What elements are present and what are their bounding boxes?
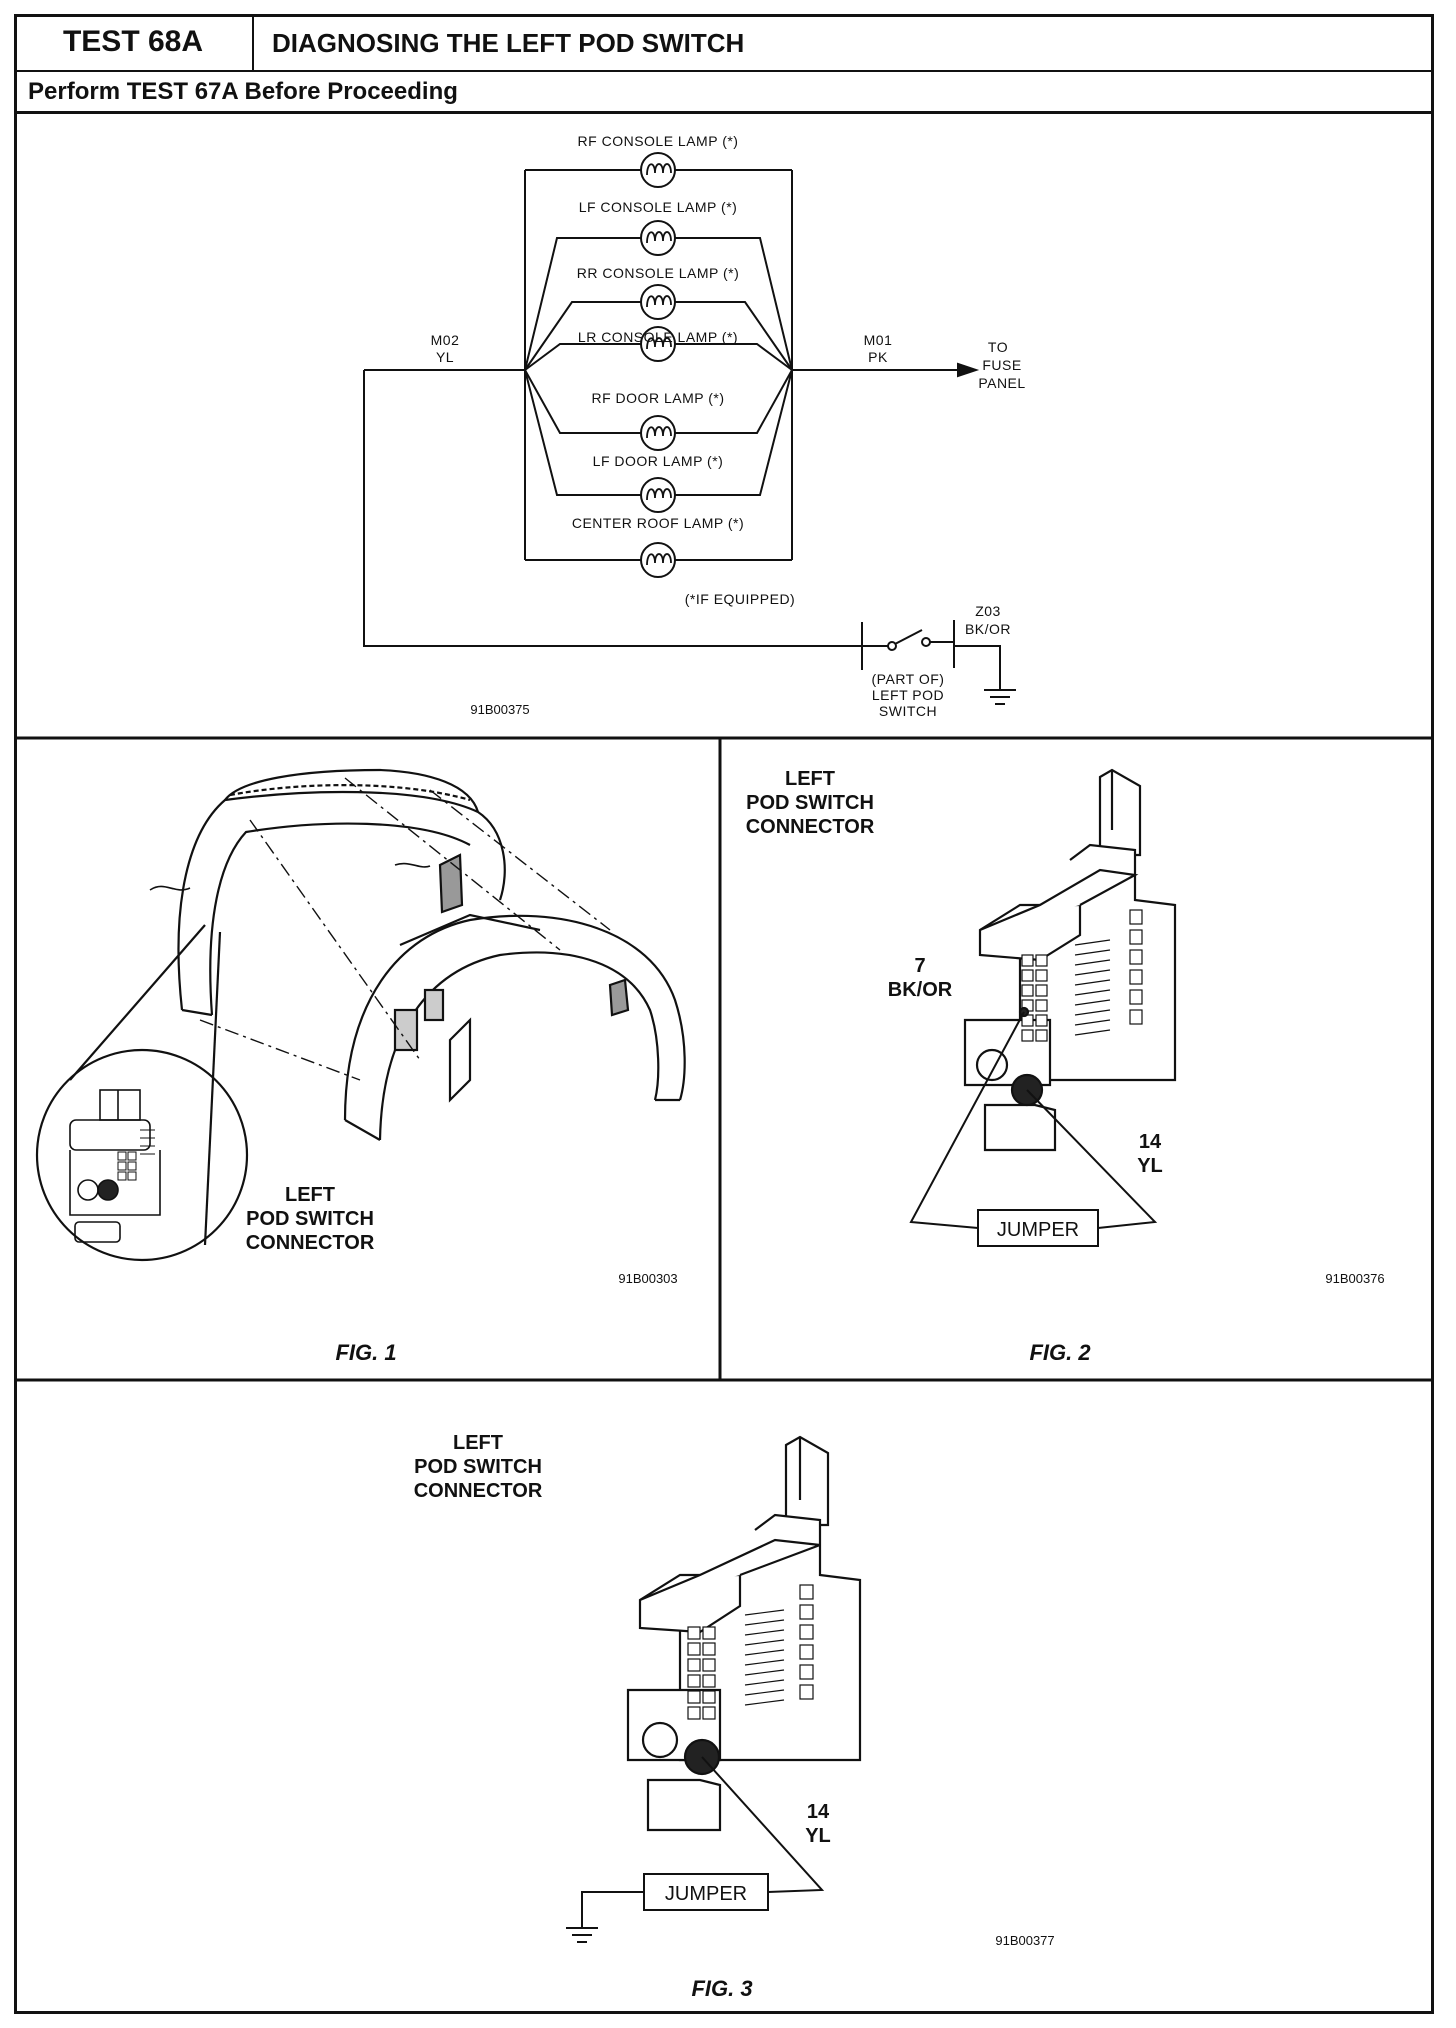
lamp-bulb-icon [640, 415, 676, 451]
fig2-jumper-box [977, 1209, 1099, 1247]
fig2-code: 91B00376 [1325, 1271, 1384, 1286]
fig1-connector-label: LEFT [285, 1184, 335, 1206]
lamp-label: RF DOOR LAMP (*) [592, 390, 725, 406]
fig2-pin-number: 7 [914, 955, 925, 977]
fig2-pin-color: BK/OR [888, 979, 953, 1001]
switch-label: LEFT POD [872, 687, 944, 703]
connector-illustration [963, 768, 1177, 1152]
fig3-jumper-label: JUMPER [665, 1883, 747, 1905]
fig3-pin-color: YL [805, 1825, 831, 1847]
ground-icon [565, 1927, 599, 1943]
footnote: (*IF EQUIPPED) [685, 591, 795, 607]
ground-icon [983, 689, 1017, 705]
subtitle: Perform TEST 67A Before Proceeding [14, 72, 1434, 114]
fig2-pin-number: 14 [1139, 1131, 1162, 1153]
lamp-label: LF CONSOLE LAMP (*) [579, 199, 738, 215]
fig3-jumper-box [643, 1873, 769, 1911]
switch-label: SWITCH [879, 703, 937, 719]
fuse-panel-label: FUSE [982, 357, 1021, 373]
fig1-connector-label: CONNECTOR [246, 1232, 375, 1254]
fig2-connector-label: CONNECTOR [746, 816, 875, 838]
lamp-label: CENTER ROOF LAMP (*) [572, 515, 744, 531]
fig1-connector-label: POD SWITCH [246, 1208, 374, 1230]
lamp-bulb-icon [640, 220, 676, 256]
fig1-caption: FIG. 1 [335, 1340, 396, 1365]
wire-color-left: YL [436, 349, 454, 365]
fuse-panel-label: PANEL [978, 375, 1025, 391]
jumper-wire [581, 1756, 825, 1928]
test-title: DIAGNOSING THE LEFT POD SWITCH [272, 28, 745, 58]
lamp-label: LR CONSOLE LAMP (*) [578, 329, 738, 345]
fuse-panel-label: TO [988, 339, 1008, 355]
fig2-connector-label: LEFT [785, 768, 835, 790]
lamp-bulb-icon [640, 284, 676, 320]
fig3-connector-label: LEFT [453, 1432, 503, 1454]
lamp-bulb-icon [640, 477, 676, 513]
page-frame [14, 14, 1434, 2014]
jumper-wire [909, 1011, 1158, 1229]
fig2-caption: FIG. 2 [1029, 1340, 1091, 1365]
lamp-label: RR CONSOLE LAMP (*) [577, 265, 740, 281]
switch-label: (PART OF) [872, 671, 945, 687]
lamp-bulb-icon [640, 542, 676, 578]
fig2-connector-label: POD SWITCH [746, 792, 874, 814]
wire-circuit-left: M02 [431, 332, 460, 348]
test-id: TEST 68A [14, 14, 254, 70]
schematic-code: 91B00375 [470, 702, 529, 717]
fig3-connector-label: POD SWITCH [414, 1456, 542, 1478]
connector-illustration [626, 1435, 862, 1832]
wiring-schematic [363, 169, 1001, 690]
ground-wire-circuit: Z03 [975, 603, 1001, 619]
fig3-connector-label: CONNECTOR [414, 1480, 543, 1502]
fig3-pin-number: 14 [807, 1801, 830, 1823]
fig3-code: 91B00377 [995, 1933, 1054, 1948]
wire-color-right: PK [868, 349, 888, 365]
instrument-panel-illustration [35, 768, 686, 1262]
fig1-code: 91B00303 [618, 1271, 677, 1286]
lamp-label: LF DOOR LAMP (*) [593, 453, 724, 469]
lamp-bulb-icon [640, 152, 676, 188]
fig2-jumper-label: JUMPER [997, 1219, 1079, 1241]
lamp-label: RF CONSOLE LAMP (*) [578, 133, 739, 149]
ground-wire-color: BK/OR [965, 621, 1011, 637]
fig3-caption: FIG. 3 [691, 1976, 752, 2001]
header: TEST 68A DIAGNOSING THE LEFT POD SWITCH [14, 14, 1434, 72]
fig2-pin-color: YL [1137, 1155, 1163, 1177]
wire-circuit-right: M01 [864, 332, 893, 348]
